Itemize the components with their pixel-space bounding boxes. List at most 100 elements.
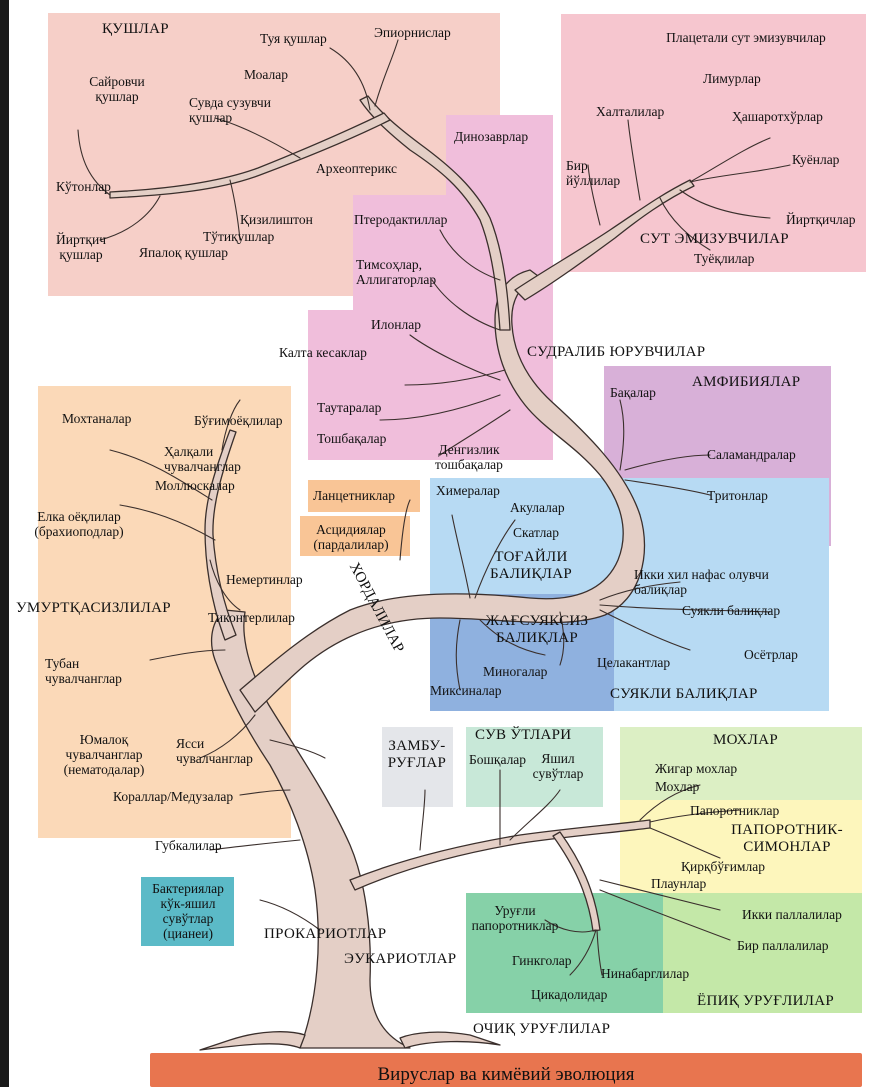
jawless-title: ЖАҒСУЯКСИЗ БАЛИҚЛАР	[485, 613, 589, 646]
ferns-title: ПАПОРОТНИК-СИМОНЛАР	[731, 822, 843, 855]
twig-25	[599, 604, 771, 613]
twig-47	[599, 879, 721, 911]
label-moalar: Моалар	[244, 67, 289, 82]
twig-34	[209, 559, 241, 611]
label-miksinalar: Миксиналар	[430, 683, 502, 698]
label-yumaloq: Юмалоқ чувалчанглар (нематодалар)	[63, 732, 145, 777]
reptiles-title: СУДРАЛИБ ЮРУВЧИЛАР	[527, 344, 706, 360]
twig-24	[599, 581, 681, 601]
label-ikki-xil: Икки хил нафас олувчи балиқлар	[634, 567, 769, 597]
twig-23	[474, 519, 516, 599]
mammals-title: СУТ ЭМИЗУВЧИЛАР	[640, 231, 789, 247]
twig-13	[439, 229, 501, 281]
invertebrates-title: УМУРТҚАСИЗЛИЛАР	[16, 600, 171, 616]
label-tikonterlilar: Тиконтерлилар	[208, 610, 295, 625]
gymnosperms-title: ОЧИҚ УРУҒЛИЛАР	[473, 1021, 611, 1037]
twig-21	[624, 479, 711, 496]
twig-26	[599, 609, 691, 651]
label-ginkgolar: Гинкголар	[512, 953, 572, 968]
twig-20	[624, 454, 711, 471]
label-baqalar: Бақалар	[610, 385, 656, 400]
angiosperms-title: ЁПИҚ УРУҒЛИЛАР	[697, 993, 835, 1009]
twig-7	[627, 119, 641, 201]
label-yashil-suvotlar: Яшил сувўтлар	[532, 751, 584, 781]
label-tautaralar: Таутаралар	[317, 400, 382, 415]
twig-35	[149, 649, 226, 661]
label-ninabarglilar: Нинабарглилар	[601, 966, 690, 981]
label-qirqbogimlar: Қирқбўғимлар	[681, 859, 765, 874]
prokaryotes-title: ПРОКАРИОТЛАР	[264, 926, 387, 942]
region-mosses	[620, 727, 862, 800]
region-lancelet	[308, 480, 420, 512]
label-bir-yollilar: Бир йўллилар	[566, 158, 621, 188]
amphibians-title: АМФИБИЯЛАР	[692, 374, 801, 390]
label-dinozavrlar: Динозаврлар	[454, 129, 529, 144]
label-yapaloq: Япалоқ қушлар	[139, 245, 228, 260]
twig-31	[119, 504, 216, 541]
twig-29	[479, 619, 546, 656]
label-yassi: Ясси чувалчанглар	[176, 736, 253, 766]
twig-3	[229, 179, 241, 241]
twig-41	[419, 789, 426, 851]
label-tuban: Тубан чувалчанглар	[45, 656, 122, 686]
label-ikki-pallalilar: Икки паллалилар	[742, 907, 842, 922]
twig-14	[431, 279, 501, 331]
region-bacteria	[141, 877, 234, 946]
label-skatlar: Скатлар	[513, 525, 560, 540]
region-gymnosperms	[466, 893, 663, 1013]
region-ferns	[620, 800, 862, 893]
twig-16	[379, 394, 501, 421]
left-border	[0, 0, 9, 1087]
twig-37	[269, 739, 326, 759]
region-ascidians	[300, 516, 410, 556]
ground-band	[150, 1053, 862, 1087]
twig-51	[569, 929, 597, 976]
label-tselakantlar: Целакантлар	[597, 655, 671, 670]
twig-27	[559, 611, 565, 666]
label-ilonlar: Илонлар	[371, 317, 421, 332]
label-hasharotxorlar: Ҳашаротхўрлар	[732, 109, 823, 124]
label-yelka-oyoqlilar: Елка оёқлилар (брахиоподлар)	[34, 509, 124, 539]
twig-5	[329, 47, 371, 111]
label-lantsetniklar: Ланцетниклар	[313, 488, 395, 503]
twig-44	[639, 784, 701, 821]
eukaryotes-title: ЭУКАРИОТЛАР	[344, 951, 457, 967]
root-right	[399, 1031, 501, 1049]
invertebrate-branch	[204, 429, 237, 641]
label-limurlar: Лимурлар	[703, 71, 761, 86]
twig-10	[679, 189, 771, 219]
twig-28	[455, 619, 461, 691]
birds-title: ҚУШЛАР	[102, 21, 169, 37]
label-kotonlar: Кўтонлар	[56, 179, 111, 194]
label-dengizlik: Денгизлик тошбақалар	[435, 442, 503, 472]
twig-46	[649, 827, 721, 859]
label-pterodaktillar: Птеродактиллар	[354, 212, 448, 227]
twig-39	[209, 839, 301, 851]
twig-43	[509, 789, 561, 841]
label-ximeralar: Химералар	[436, 483, 500, 498]
twig-38	[239, 789, 291, 796]
label-moxtanalar: Мохтаналар	[62, 411, 132, 426]
label-astsidiyalar: Асцидиялар (пардалилар)	[313, 522, 389, 552]
label-toshbaqalar: Тошбақалар	[317, 431, 387, 446]
twig-6	[374, 39, 399, 107]
label-osyotrlar: Осётрлар	[744, 647, 798, 662]
label-bakteriyalar: Бактериялар кўк-яшил сувўтлар (цианеи)	[152, 881, 224, 941]
twig-15	[404, 369, 506, 386]
label-paporotniklar: Папоротниклар	[690, 803, 780, 818]
twig-19	[619, 399, 625, 471]
region-algae	[466, 727, 603, 807]
twig-50	[596, 929, 603, 976]
label-placental: Плацетали сут эмизувчилар	[666, 30, 826, 45]
label-salamandralar: Саламандралар	[707, 447, 796, 462]
twig-18	[439, 409, 511, 456]
twig-1	[77, 129, 111, 196]
mosses-title: МОХЛАР	[713, 732, 778, 748]
label-yirtqich-qushlar: Йиртқич қушлар	[55, 232, 107, 262]
label-boshqalar: Бошқалар	[469, 752, 527, 767]
bird-branch	[109, 112, 391, 199]
twig-45	[649, 809, 741, 823]
twig-30	[399, 499, 411, 561]
region-invertebrates	[38, 386, 291, 838]
twig-36	[199, 714, 256, 759]
